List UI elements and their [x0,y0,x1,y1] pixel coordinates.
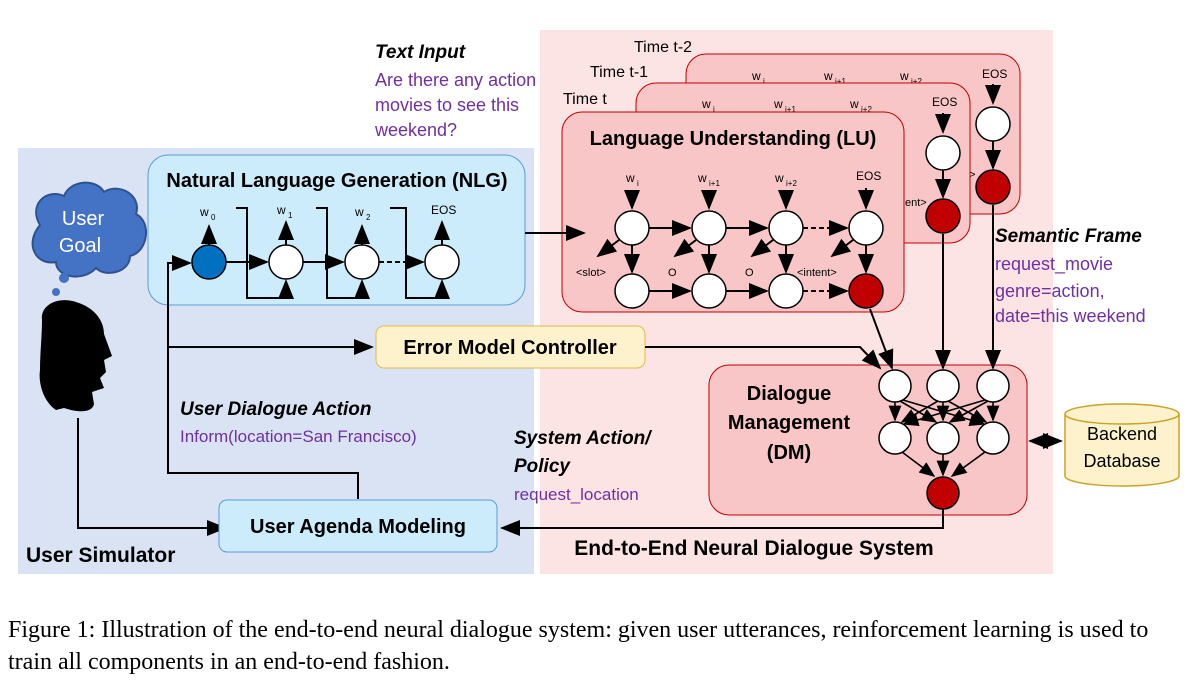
svg-text:User: User [62,208,105,230]
user-goal-cloud: User Goal [31,181,148,296]
svg-text:Backend: Backend [1087,424,1157,444]
svg-text:t>: t> [966,169,975,181]
time-label-t1: Time t-1 [590,64,648,81]
svg-text:O: O [668,267,677,279]
nlg-box: Natural Language Generation (NLG) w 0 w … [147,154,526,306]
user-dialogue-action-heading: User Dialogue Action [180,399,371,420]
figure-caption: Figure 1: Illustration of the end-to-end… [8,617,1149,675]
svg-text:w: w [199,205,209,219]
lu-box-time-t: Language Understanding (LU) w i w i+1 w … [561,111,905,313]
svg-text:Goal: Goal [59,235,101,257]
system-label: End-to-End Neural Dialogue System [574,537,933,560]
user-head-icon [39,300,112,412]
svg-text:w: w [823,69,833,83]
svg-text:w: w [849,97,859,111]
lu-title: Language Understanding (LU) [590,128,877,150]
svg-text:Management: Management [728,412,851,434]
text-input-line: weekend? [374,120,457,140]
text-input-line: Are there any action [375,70,536,90]
user-agenda-label: User Agenda Modeling [250,516,466,538]
svg-text:i+2: i+2 [786,179,797,188]
svg-text:i: i [637,179,639,188]
svg-text:i: i [763,77,765,86]
svg-text:i+1: i+1 [709,179,720,188]
text-input-line: movies to see this [375,95,519,115]
svg-text:w: w [774,171,784,185]
svg-text:1: 1 [288,211,293,220]
error-model-label: Error Model Controller [403,337,617,359]
time-label-t: Time t [563,91,607,108]
svg-text:EOS: EOS [431,203,456,217]
lu-intent-node [848,273,884,309]
svg-text:i+2: i+2 [911,77,922,86]
text-input-heading: Text Input [375,42,466,63]
nlg-start-node [191,244,227,280]
user-dialogue-action-value: Inform(location=San Francisco) [180,427,417,446]
dm-output-node [926,476,960,510]
svg-text:w: w [701,97,711,111]
svg-text:w: w [697,171,707,185]
system-action-value: request_location [514,485,639,504]
backend-database-icon: Backend Database [1064,403,1180,487]
svg-text:EOS: EOS [982,67,1007,81]
svg-text:Dialogue: Dialogue [747,383,831,405]
svg-text:2: 2 [366,213,371,222]
dialogue-system-diagram: w i w i+1 w i+2 EOS t> w i w i+1 w i+2 E… [18,30,1180,574]
semantic-frame-line: genre=action, [995,281,1105,301]
svg-text:w: w [751,69,761,83]
dm-box: Dialogue Management (DM) [708,364,1028,516]
semantic-frame-line: request_movie [995,254,1113,275]
system-action-heading: System Action/ [514,428,652,449]
svg-text:EOS: EOS [932,95,957,109]
svg-text:i+2: i+2 [861,105,872,114]
user-agenda-box [218,499,498,553]
svg-text:i+1: i+1 [835,77,846,86]
svg-text:i: i [713,105,715,114]
svg-text:w: w [625,171,635,185]
svg-text:w: w [899,69,909,83]
system-action-heading: Policy [514,456,571,477]
svg-text:<intent>: <intent> [797,267,837,279]
semantic-frame-heading: Semantic Frame [995,226,1142,247]
svg-text:i+1: i+1 [785,105,796,114]
svg-text:w: w [773,97,783,111]
svg-text:w: w [354,205,364,219]
time-label-t2: Time t-2 [634,39,692,56]
nlg-title: Natural Language Generation (NLG) [166,170,507,192]
svg-text:0: 0 [211,213,216,222]
svg-text:w: w [276,203,286,217]
svg-text:O: O [745,267,754,279]
svg-text:<slot>: <slot> [576,267,606,279]
semantic-frame-line: date=this weekend [995,306,1146,326]
svg-text:Database: Database [1083,451,1160,471]
svg-text:ent>: ent> [905,197,927,209]
svg-text:EOS: EOS [856,169,881,183]
user-simulator-label: User Simulator [26,544,175,567]
svg-text:(DM): (DM) [767,442,811,464]
